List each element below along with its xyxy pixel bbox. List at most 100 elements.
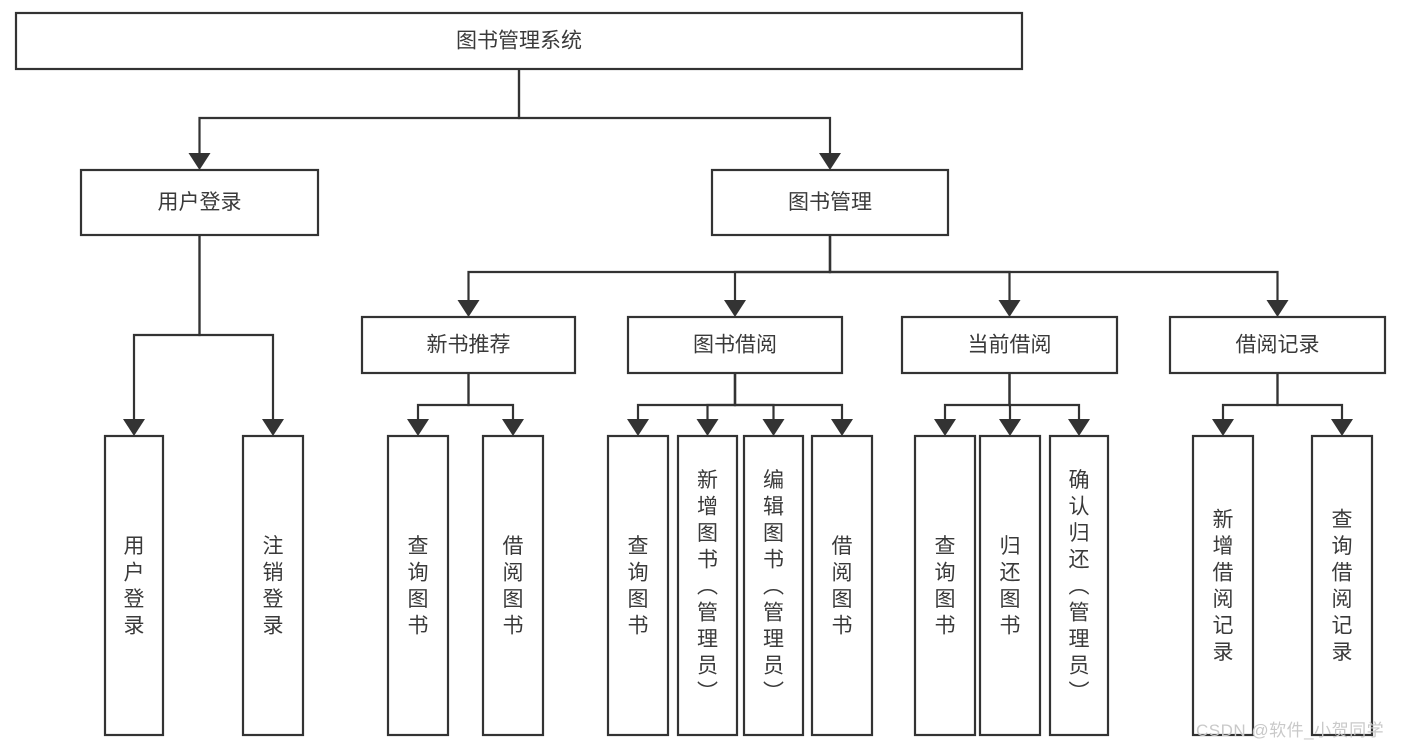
connector-leaf-9-arrowhead [999,419,1021,436]
connector-leaf-4-line [636,373,737,421]
node-level2-1-box[interactable] [710,168,950,237]
connector-leaf-3-arrowhead [502,419,524,436]
node-leaf-0[interactable]: 用户登录 [103,434,165,737]
connector-leaf-11-line [1221,373,1279,421]
node-leaf-11[interactable]: 新增借阅记录 [1191,434,1255,737]
connector-root-to-0-arrowhead [188,153,211,170]
node-leaf-3[interactable]: 借阅图书 [481,434,545,737]
node-leaf-8[interactable]: 查询图书 [913,434,977,737]
connector-root-to-0-line [198,69,521,155]
node-leaf-7-label: 借阅图书 [832,535,853,638]
connector-leaf-2 [407,373,470,436]
connector-bookmgmt-to-0-arrowhead [457,300,480,317]
connector-root-to-1 [517,69,841,170]
node-level3-2-label: 当前借阅 [968,334,1052,357]
node-leaf-3-box[interactable] [481,434,545,737]
node-leaf-0-label: 用户登录 [124,535,145,638]
node-leaf-4-box[interactable] [606,434,670,737]
node-leaf-1-box[interactable] [241,434,305,737]
connector-root-to-1-line [517,69,832,155]
node-leaf-5[interactable]: 新增图书︵管理员︶ [676,434,739,737]
node-leaf-7[interactable]: 借阅图书 [810,434,874,737]
connector-bookmgmt-to-0-line [467,235,832,302]
connector-leaf-11 [1212,373,1279,436]
connector-leaf-7-arrowhead [831,419,853,436]
connector-leaf-12 [1276,373,1353,436]
node-leaf-3-label: 借阅图书 [503,535,524,638]
connector-leaf-8-line [943,373,1011,421]
node-leaf-10-box[interactable] [1048,434,1110,737]
node-leaf-10-label: 确认归还︵管理员︶ [1069,469,1090,704]
node-level2-0-box[interactable] [79,168,320,237]
node-level2-1[interactable]: 图书管理 [710,168,950,237]
connector-leaf-1-line [198,235,275,421]
connector-root-to-1-arrowhead [819,153,841,170]
node-leaf-12-label: 查询借阅记录 [1332,509,1353,665]
node-level3-0[interactable]: 新书推荐 [360,315,577,375]
node-leaf-9-label: 归还图书 [1000,535,1021,638]
node-level2-0[interactable]: 用户登录 [79,168,320,237]
node-leaf-2-box[interactable] [386,434,450,737]
connector-leaf-12-arrowhead [1331,419,1353,436]
connector-leaf-10-arrowhead [1068,419,1090,436]
connector-leaf-3 [467,373,524,436]
node-root-label: 图书管理系统 [456,30,582,53]
connector-bookmgmt-to-0 [457,235,832,317]
node-leaf-6-label: 编辑图书︵管理员︶ [763,469,784,704]
node-level3-2-box[interactable] [900,315,1119,375]
node-leaf-12-box[interactable] [1310,434,1374,737]
connector-bookmgmt-to-2-arrowhead [998,300,1021,317]
node-leaf-1[interactable]: 注销登录 [241,434,305,737]
connector-bookmgmt-to-2 [828,235,1021,317]
connector-leaf-2-line [416,373,470,421]
node-leaf-9[interactable]: 归还图书 [978,434,1042,737]
node-level3-0-box[interactable] [360,315,577,375]
node-leaf-6-box[interactable] [742,434,805,737]
node-level3-0-label: 新书推荐 [427,334,511,357]
connector-leaf-1 [198,235,284,436]
node-leaf-10[interactable]: 确认归还︵管理员︶ [1048,434,1110,737]
connector-leaf-5-arrowhead [696,419,719,436]
connector-leaf-11-arrowhead [1212,419,1234,436]
connector-leaf-3-line [467,373,515,421]
connector-leaf-8 [934,373,1011,436]
node-leaf-5-label: 新增图书︵管理员︶ [697,469,718,704]
connector-bookmgmt-to-1 [724,235,832,317]
node-level2-0-label: 用户登录 [158,191,242,214]
node-level3-2[interactable]: 当前借阅 [900,315,1119,375]
node-level3-3-label: 借阅记录 [1236,334,1320,357]
node-leaf-12[interactable]: 查询借阅记录 [1310,434,1374,737]
node-leaf-9-box[interactable] [978,434,1042,737]
node-leaf-4[interactable]: 查询图书 [606,434,670,737]
node-level2-1-label: 图书管理 [788,191,872,214]
node-level3-1-box[interactable] [626,315,844,375]
node-level3-1[interactable]: 图书借阅 [626,315,844,375]
connector-leaf-0-line [132,235,201,421]
node-level3-3-box[interactable] [1168,315,1387,375]
node-leaf-0-box[interactable] [103,434,165,737]
node-leaf-2[interactable]: 查询图书 [386,434,450,737]
connector-layer [123,69,1353,436]
connector-leaf-8-arrowhead [934,419,956,436]
connector-bookmgmt-to-2-line [828,235,1011,302]
node-level3-3[interactable]: 借阅记录 [1168,315,1387,375]
connector-leaf-7-line [733,373,844,421]
node-leaf-6[interactable]: 编辑图书︵管理员︶ [742,434,805,737]
connector-bookmgmt-to-1-line [733,235,832,302]
connector-leaf-4-arrowhead [627,419,649,436]
node-root-box[interactable] [14,11,1024,71]
node-layer: 图书管理系统用户登录图书管理新书推荐图书借阅当前借阅借阅记录用户登录注销登录查询… [14,11,1387,737]
connector-leaf-10 [1008,373,1090,436]
connector-bookmgmt-to-1-arrowhead [724,300,746,317]
node-leaf-7-box[interactable] [810,434,874,737]
node-leaf-11-box[interactable] [1191,434,1255,737]
node-root[interactable]: 图书管理系统 [14,11,1024,71]
node-leaf-5-box[interactable] [676,434,739,737]
connector-root-to-0 [188,69,521,170]
connector-bookmgmt-to-3 [828,235,1289,317]
connector-leaf-12-line [1276,373,1344,421]
node-leaf-8-box[interactable] [913,434,977,737]
node-leaf-2-label: 查询图书 [408,535,429,638]
